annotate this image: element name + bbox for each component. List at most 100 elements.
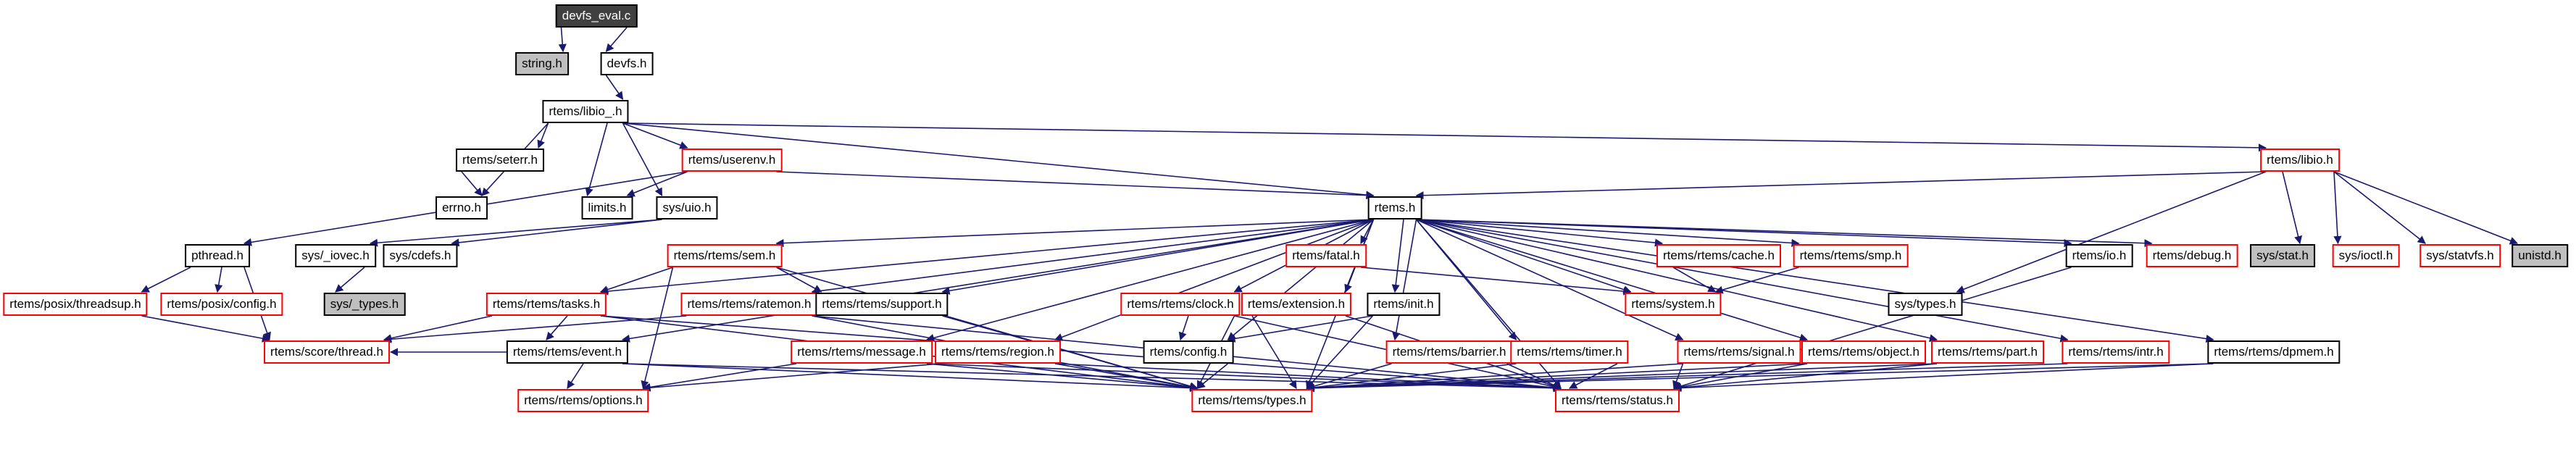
edge [1306, 363, 1808, 393]
graph-node-rtems-rtems-smp-h[interactable]: rtems/rtems/smp.h [1793, 244, 1909, 268]
graph-node-rtems-rtems-signal-h[interactable]: rtems/rtems/signal.h [1677, 340, 1801, 364]
edge [642, 363, 797, 391]
edge [1360, 219, 1375, 244]
edge [926, 363, 1199, 392]
edge [1054, 219, 1374, 341]
edge [1956, 171, 2267, 293]
edge [1672, 267, 2072, 390]
graph-node-rtems-debug-h[interactable]: rtems/debug.h [2146, 244, 2238, 268]
graph-node-sys-cdefs-h[interactable]: sys/cdefs.h [383, 244, 458, 268]
edge [1054, 363, 1199, 391]
graph-node-rtems-rtems-clock-h[interactable]: rtems/rtems/clock.h [1120, 293, 1241, 317]
edge [622, 122, 2267, 152]
graph-node-rtems-rtems-status-h[interactable]: rtems/rtems/status.h [1555, 389, 1680, 413]
graph-node-limits-h[interactable]: limits.h [581, 196, 633, 220]
graph-node-rtems-rtems-support-h[interactable]: rtems/rtems/support.h [815, 293, 949, 317]
edge [1416, 219, 1632, 294]
graph-node-rtems-extension-h[interactable]: rtems/extension.h [1241, 293, 1352, 317]
graph-node-rtems-rtems-event-h[interactable]: rtems/rtems/event.h [506, 340, 629, 364]
edge [1306, 363, 1517, 392]
edge [1392, 219, 1417, 341]
graph-node-rtems-rtems-options-h[interactable]: rtems/rtems/options.h [517, 389, 649, 413]
edge [642, 363, 941, 392]
graph-node-sys-statvfs-h[interactable]: sys/statvfs.h [2419, 244, 2501, 268]
graph-node-rtems-posix-threadsup-h[interactable]: rtems/posix/threadsup.h [3, 293, 148, 317]
edge [2333, 171, 2342, 245]
graph-node-rtems-io-h[interactable]: rtems/io.h [2065, 244, 2133, 268]
edge [622, 122, 663, 196]
edge [1714, 267, 1799, 294]
graph-node-rtems-system-h[interactable]: rtems/system.h [1625, 293, 1722, 317]
edge [1306, 363, 1938, 393]
edge [622, 122, 688, 149]
edge [2333, 171, 2426, 244]
graph-node-rtems-rtems-tasks-h[interactable]: rtems/rtems/tasks.h [485, 293, 607, 317]
graph-node-rtems-h[interactable]: rtems.h [1367, 196, 1422, 220]
graph-node-rtems-rtems-sem-h[interactable]: rtems/rtems/sem.h [667, 244, 783, 268]
graph-node-devfs-h[interactable]: devfs.h [600, 52, 654, 76]
edge [1416, 219, 2153, 248]
graph-node-string-h: string.h [515, 52, 569, 76]
edge [1306, 363, 1683, 392]
edge [1506, 363, 1562, 389]
graph-node-sys-ioctl-h[interactable]: sys/ioctl.h [2332, 244, 2400, 268]
edge [1415, 171, 2267, 200]
graph-node-errno-h[interactable]: errno.h [435, 196, 488, 220]
edge [2282, 171, 2303, 245]
edge [626, 171, 688, 197]
edge [1360, 267, 1632, 296]
graph-node-rtems-rtems-region-h[interactable]: rtems/rtems/region.h [935, 340, 1061, 364]
graph-node-unistd-h: unistd.h [2512, 244, 2568, 268]
graph-node-rtems-rtems-dpmem-h[interactable]: rtems/rtems/dpmem.h [2207, 340, 2341, 364]
edge [383, 315, 493, 343]
edge [1391, 219, 1404, 293]
edge [451, 219, 662, 247]
graph-node-rtems-libio-h[interactable]: rtems/libio_.h [542, 100, 629, 124]
edge [1416, 219, 1809, 342]
graph-node-rtems-rtems-ratemon-h[interactable]: rtems/rtems/ratemon.h [680, 293, 818, 317]
graph-node-rtems-rtems-barrier-h[interactable]: rtems/rtems/barrier.h [1385, 340, 1513, 364]
edge [335, 267, 365, 293]
edge [1672, 363, 1684, 390]
edge [622, 363, 1199, 393]
edge [1416, 219, 1938, 343]
graph-node-sys-uio-h[interactable]: sys/uio.h [656, 196, 718, 220]
graph-node-rtems-rtems-part-h[interactable]: rtems/rtems/part.h [1931, 340, 2044, 364]
edge [141, 315, 271, 343]
edge [369, 219, 662, 247]
graph-node-sys-types-h[interactable]: sys/types.h [1888, 293, 1963, 317]
edge [776, 267, 822, 293]
edge [141, 267, 191, 293]
edge [1415, 219, 1517, 340]
edge [2333, 171, 2519, 245]
graph-node-rtems-rtems-types-h[interactable]: rtems/rtems/types.h [1191, 389, 1313, 413]
edge [546, 315, 568, 340]
graph-node-sys-iovec-h[interactable]: sys/_iovec.h [295, 244, 376, 268]
graph-node-rtems-rtems-cache-h[interactable]: rtems/rtems/cache.h [1656, 244, 1781, 268]
graph-node-rtems-init-h[interactable]: rtems/init.h [1367, 293, 1441, 317]
edge [567, 363, 584, 389]
edge [214, 267, 223, 293]
graph-node-rtems-config-h[interactable]: rtems/config.h [1143, 340, 1234, 364]
graph-node-pthread-h[interactable]: pthread.h [185, 244, 250, 268]
graph-node-rtems-score-thread-h[interactable]: rtems/score/thread.h [264, 340, 390, 364]
graph-node-rtems-fatal-h[interactable]: rtems/fatal.h [1285, 244, 1367, 268]
graph-node-rtems-seterr-h[interactable]: rtems/seterr.h [456, 149, 544, 172]
edge [1227, 219, 1375, 340]
graph-node-rtems-userenv-h[interactable]: rtems/userenv.h [681, 149, 783, 172]
edge [926, 363, 1562, 393]
graph-node-rtems-libio-h[interactable]: rtems/libio.h [2260, 149, 2340, 172]
edge [622, 363, 1562, 393]
edge [585, 122, 608, 197]
edge [1227, 315, 1373, 343]
edge [1306, 363, 2068, 393]
graph-node-rtems-rtems-timer-h[interactable]: rtems/rtems/timer.h [1510, 340, 1629, 364]
graph-node-rtems-rtems-message-h[interactable]: rtems/rtems/message.h [791, 340, 933, 364]
edge [1306, 315, 1374, 389]
edge [1569, 363, 1618, 389]
graph-node-rtems-posix-config-h[interactable]: rtems/posix/config.h [160, 293, 283, 317]
graph-node-rtems-rtems-object-h[interactable]: rtems/rtems/object.h [1801, 340, 1926, 364]
edge [461, 171, 483, 196]
graph-node-rtems-rtems-intr-h[interactable]: rtems/rtems/intr.h [2062, 340, 2170, 364]
